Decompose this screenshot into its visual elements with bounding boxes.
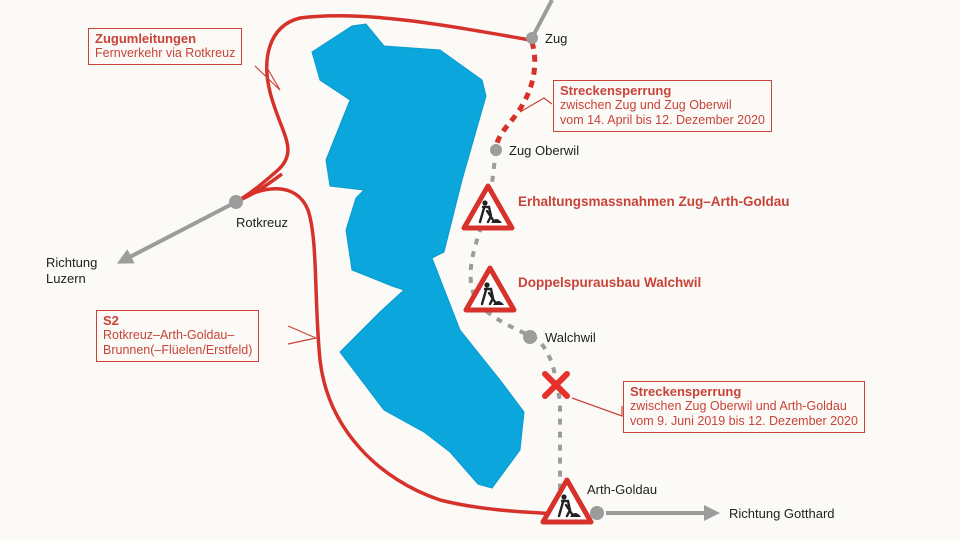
roadworks-sign-icon [543, 480, 591, 522]
direction-luzern: Richtung Luzern [46, 255, 98, 286]
station-label-rotkreuz: Rotkreuz [236, 215, 289, 230]
station-label-arth-goldau: Arth-Goldau [587, 482, 658, 497]
works-label-doppelspur: Doppelspurausbau Walchwil [518, 275, 702, 290]
roadworks-sign-icon [464, 186, 512, 228]
station-dot-zug [526, 32, 538, 44]
station-dot-walchwil [523, 330, 537, 344]
works-label-erhaltung: Erhaltungsmassnahmen Zug–Arth-Goldau [518, 194, 790, 209]
callout-s2: S2 Rotkreuz–Arth-Goldau– Brunnen(–Flüele… [96, 310, 260, 362]
callout-sperrung-oberwil-goldau: Streckensperrung zwischen Zug Oberwil un… [623, 381, 865, 433]
track-north [530, 0, 554, 39]
station-dot-zug-oberwil [490, 144, 502, 156]
track-oberwil-goldau [468, 149, 562, 500]
callout-zugumleitungen: Zugumleitungen Fernverkehr via Rotkreuz [88, 28, 243, 65]
track-to-luzern [116, 200, 237, 264]
closure-zug-oberwil [493, 41, 538, 151]
s2-route [235, 187, 561, 516]
station-label-zug: Zug [545, 31, 568, 46]
lake-zugersee [311, 23, 525, 489]
roadworks-sign-icon [466, 268, 514, 310]
station-dot-arth-goldau [590, 506, 604, 520]
callout-sperrung-zug-oberwil: Streckensperrung zwischen Zug und Zug Ob… [553, 80, 772, 132]
station-label-walchwil: Walchwil [545, 330, 596, 345]
direction-gotthard: Richtung Gotthard [729, 506, 835, 521]
detour-route-fernverkehr [235, 13, 531, 204]
station-dot-rotkreuz [229, 195, 243, 209]
station-label-zug-oberwil: Zug Oberwil [509, 143, 580, 158]
closure-x-icon [542, 371, 570, 399]
